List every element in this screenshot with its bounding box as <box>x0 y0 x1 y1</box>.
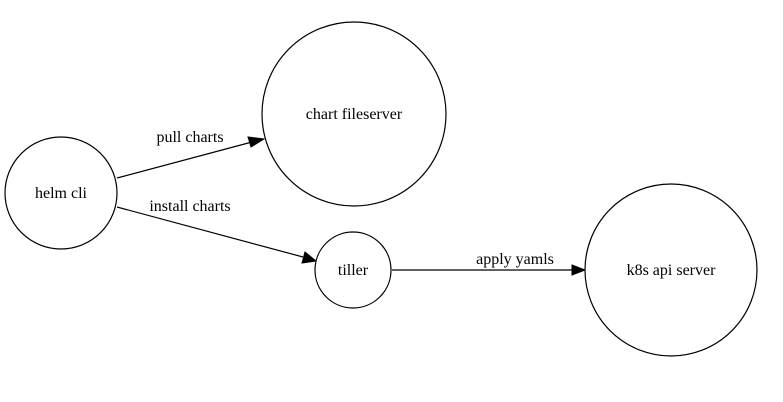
arrowhead-install-charts <box>301 251 318 264</box>
node-helm-cli: helm cli <box>4 136 118 250</box>
node-label-helm-cli: helm cli <box>35 185 88 202</box>
node-circle-chart-fileserver <box>261 21 447 207</box>
arrowhead-apply-yamls <box>571 264 587 276</box>
edge-label-pull-charts: pull charts <box>156 129 223 146</box>
edge-install-charts: install charts <box>116 198 318 264</box>
node-tiller: tiller <box>314 231 392 309</box>
node-circle-k8s-api-server <box>584 183 758 357</box>
node-circle-tiller <box>314 231 392 309</box>
node-label-tiller: tiller <box>338 262 369 279</box>
node-k8s-api-server: k8s api server <box>584 183 758 357</box>
edge-label-apply-yamls: apply yamls <box>476 251 554 268</box>
node-circle-helm-cli <box>4 136 118 250</box>
arrowhead-pull-charts <box>247 136 266 148</box>
edge-line-pull-charts <box>116 141 253 179</box>
node-label-k8s-api-server: k8s api server <box>627 262 717 279</box>
edge-label-install-charts: install charts <box>149 198 230 215</box>
edge-pull-charts: pull charts <box>116 129 266 179</box>
node-label-chart-fileserver: chart fileserver <box>306 106 403 123</box>
node-chart-fileserver: chart fileserver <box>261 21 447 207</box>
edge-apply-yamls: apply yamls <box>392 251 587 276</box>
edge-line-install-charts <box>116 206 304 258</box>
